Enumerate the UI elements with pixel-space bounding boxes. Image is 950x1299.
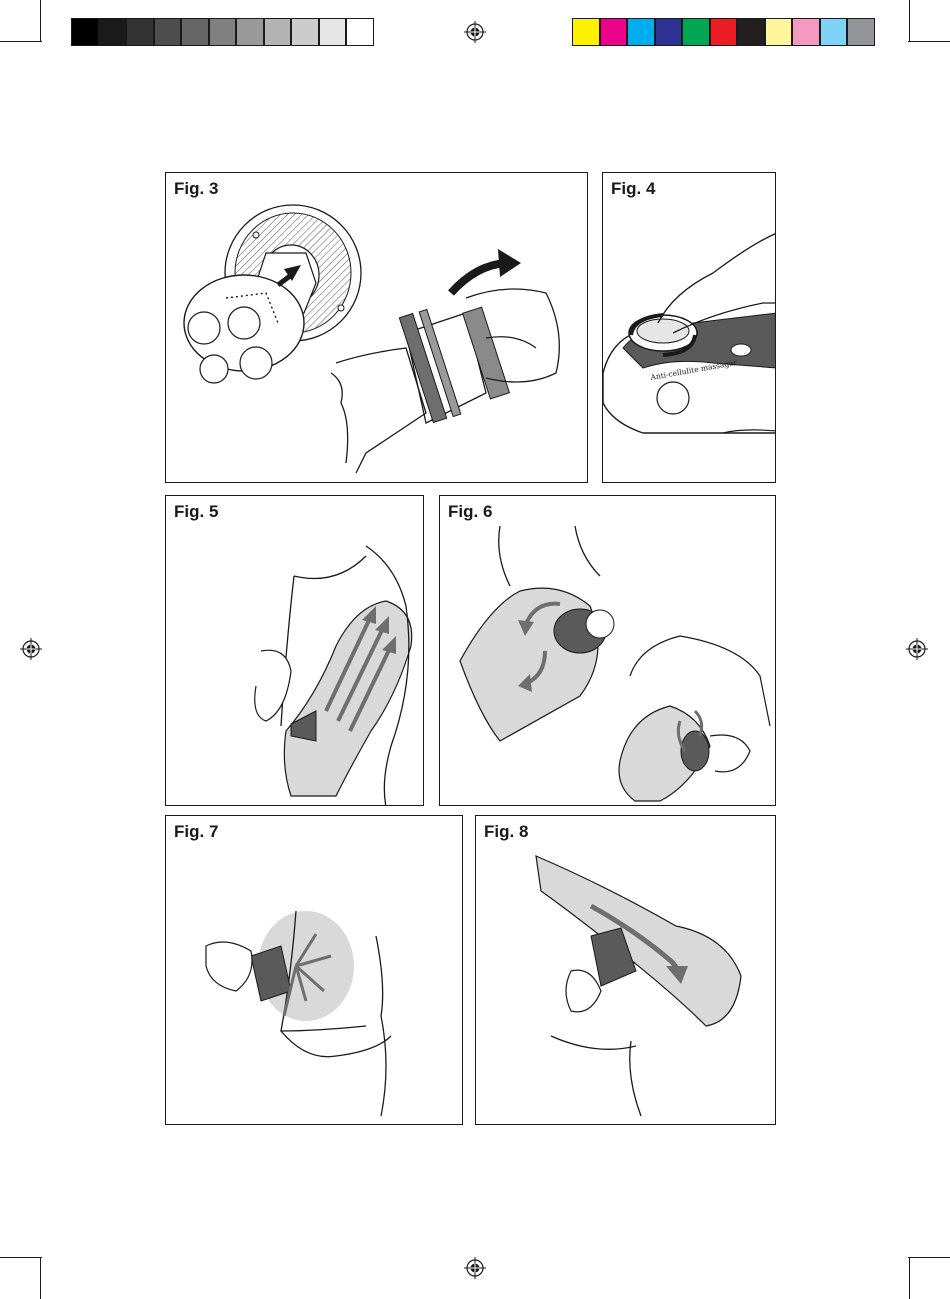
abdomen-massage-illustration xyxy=(166,816,463,1125)
figure-label: Fig. 6 xyxy=(448,502,492,522)
gray-swatch xyxy=(154,18,182,46)
gray-swatch xyxy=(126,18,154,46)
crop-mark-icon xyxy=(40,1257,41,1299)
process-color-swatch xyxy=(627,18,655,46)
registration-mark-icon xyxy=(906,638,928,660)
process-color-swatch xyxy=(847,18,875,46)
figure-7-panel: Fig. 7 xyxy=(165,815,463,1125)
registration-mark-icon xyxy=(20,638,42,660)
figure-8-panel: Fig. 8 xyxy=(475,815,776,1125)
gray-swatch xyxy=(264,18,292,46)
figure-4-panel: Fig. 4 Anti-cellulite massager xyxy=(602,172,776,483)
gray-swatch xyxy=(319,18,347,46)
process-color-swatch xyxy=(710,18,738,46)
registration-mark-icon xyxy=(464,21,486,43)
process-color-swatch xyxy=(655,18,683,46)
process-color-swatch xyxy=(682,18,710,46)
process-color-swatch xyxy=(792,18,820,46)
figure-label: Fig. 7 xyxy=(174,822,218,842)
thigh-massage-illustration xyxy=(166,496,424,806)
process-color-swatch xyxy=(820,18,848,46)
figure-label: Fig. 5 xyxy=(174,502,218,522)
crop-mark-icon xyxy=(909,1257,910,1299)
attachment-replacement-illustration xyxy=(166,173,588,483)
gray-swatch xyxy=(71,18,99,46)
gray-swatch xyxy=(99,18,127,46)
intensity-dial-illustration: Anti-cellulite massager xyxy=(603,173,776,483)
gray-swatch xyxy=(236,18,264,46)
upper-arm-massage-illustration xyxy=(476,816,776,1125)
crop-mark-icon xyxy=(40,0,41,42)
figure-label: Fig. 8 xyxy=(484,822,528,842)
gray-swatch xyxy=(291,18,319,46)
process-color-swatch xyxy=(572,18,600,46)
figure-label: Fig. 3 xyxy=(174,179,218,199)
process-color-swatch xyxy=(765,18,793,46)
buttock-circular-massage-illustration xyxy=(440,496,776,806)
crop-mark-icon xyxy=(909,0,910,42)
figure-5-panel: Fig. 5 xyxy=(165,495,424,806)
figure-6-panel: Fig. 6 xyxy=(439,495,776,806)
gray-swatch xyxy=(209,18,237,46)
process-color-swatch xyxy=(737,18,765,46)
crop-mark-icon xyxy=(908,41,950,42)
figure-3-panel: Fig. 3 xyxy=(165,172,588,483)
gray-swatch xyxy=(346,18,374,46)
crop-mark-icon xyxy=(0,41,42,42)
gray-swatch xyxy=(181,18,209,46)
crop-mark-icon xyxy=(908,1257,950,1258)
process-color-swatch xyxy=(600,18,628,46)
registration-mark-icon xyxy=(464,1257,486,1279)
crop-mark-icon xyxy=(0,1257,42,1258)
figure-label: Fig. 4 xyxy=(611,179,655,199)
